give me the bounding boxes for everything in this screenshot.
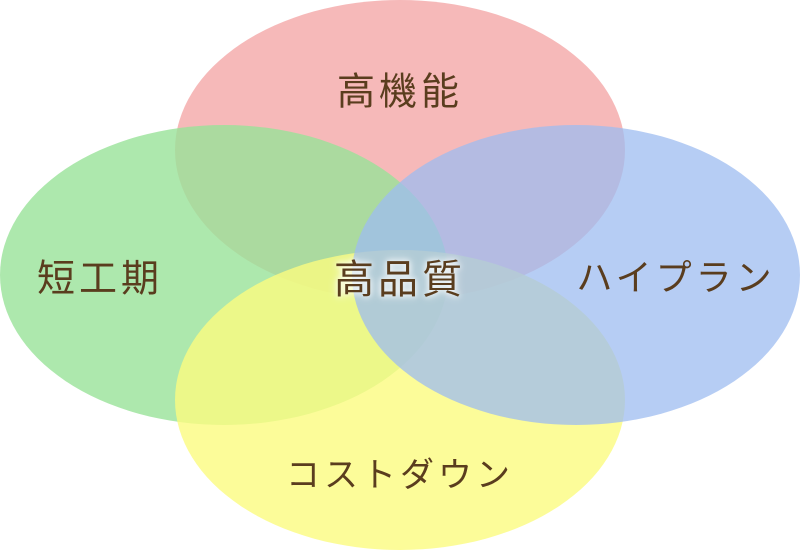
- center-title: 高品質: [334, 257, 466, 303]
- label-cost-down: コストダウン: [286, 455, 514, 496]
- label-high-function: 高機能: [336, 69, 464, 114]
- label-short-term: 短工期: [36, 256, 164, 301]
- label-high-plan: ハイプラン: [576, 258, 776, 299]
- ellipse-high-plan: [352, 125, 800, 425]
